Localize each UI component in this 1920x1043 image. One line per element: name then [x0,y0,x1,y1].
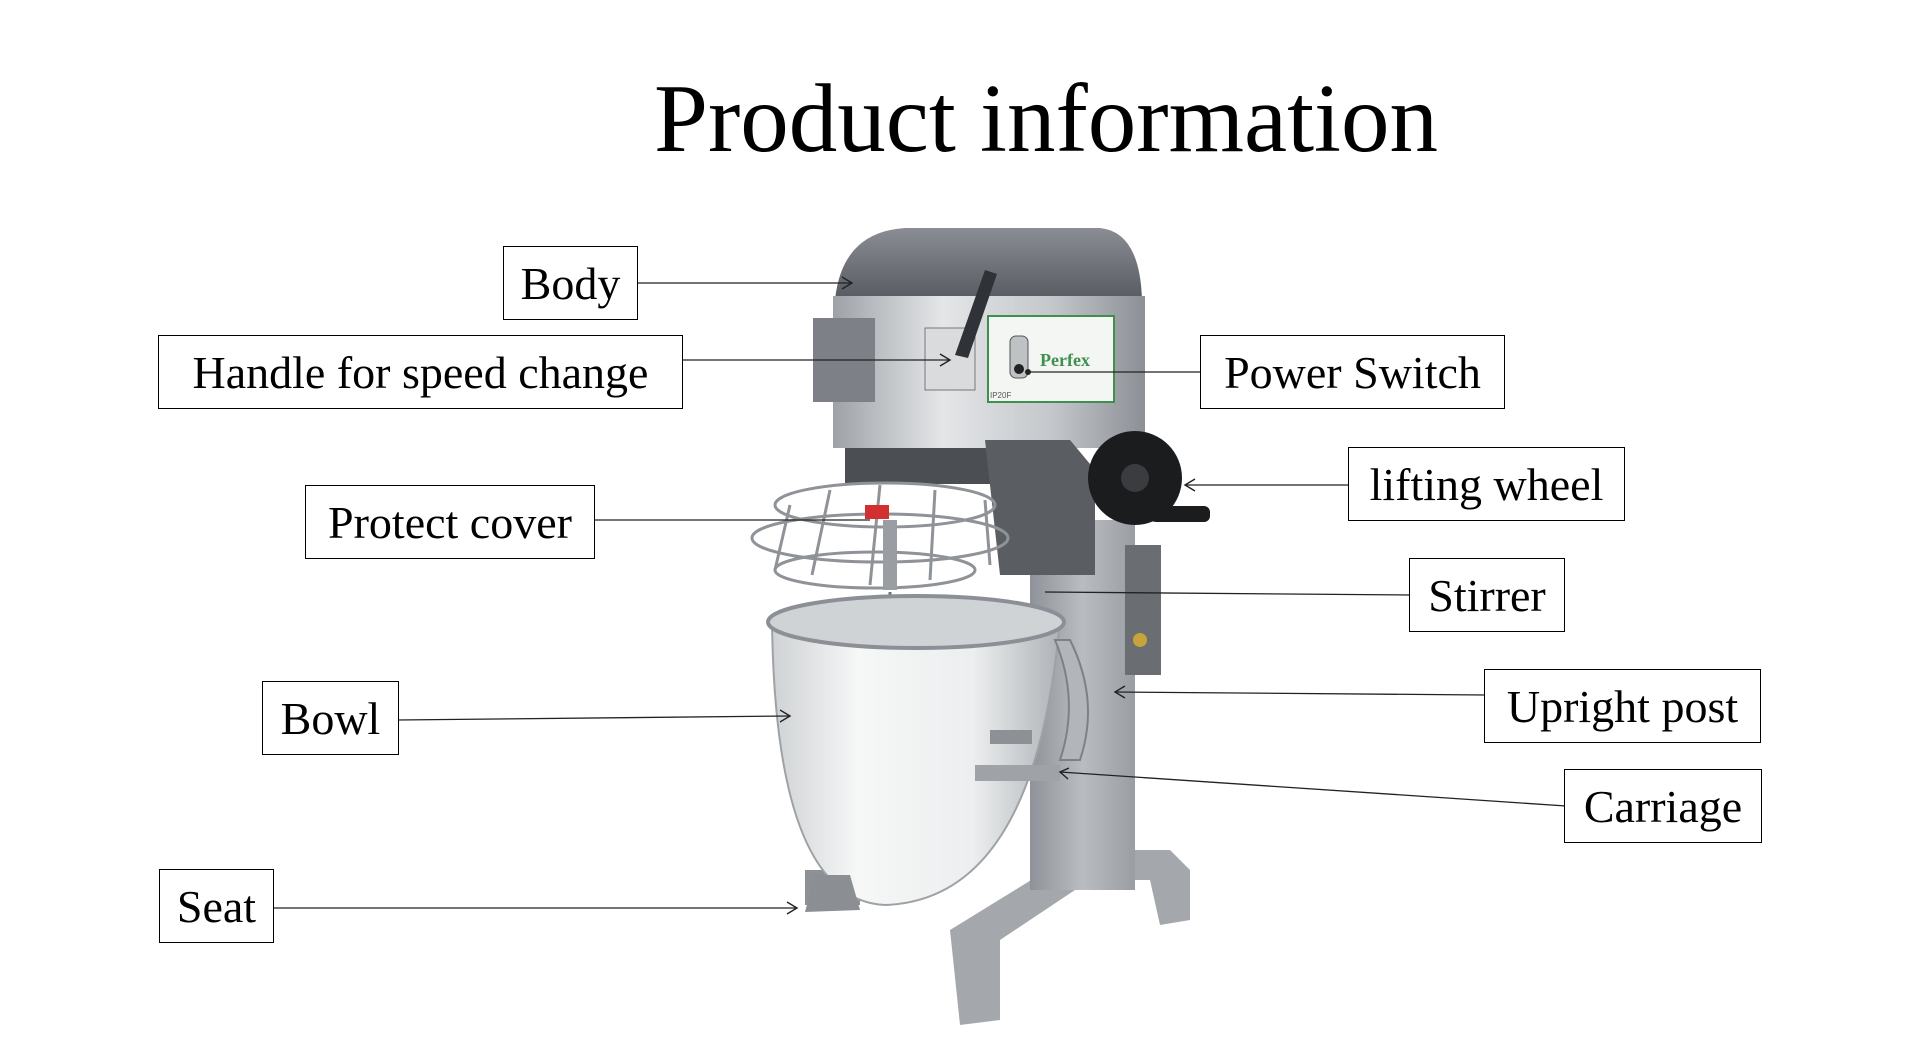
callout-upright-post: Upright post [1484,669,1761,743]
callout-protect-cover: Protect cover [305,485,595,559]
callout-handle-speed-change: Handle for speed change [158,335,683,409]
callout-seat: Seat [159,869,274,943]
callout-power-switch: Power Switch [1200,335,1505,409]
brand-badge-text: Perfex [1040,350,1090,370]
bowl [768,596,1064,912]
lifting-wheel [1088,431,1210,525]
callout-carriage: Carriage [1564,769,1762,843]
callout-body: Body [503,246,638,320]
callout-bowl: Bowl [262,681,399,755]
callout-lifting-wheel: lifting wheel [1348,447,1625,521]
protect-cover [752,483,1008,588]
callout-stirrer: Stirrer [1409,558,1565,632]
model-label: IP20F [990,391,1011,400]
upright-post [1030,520,1161,890]
